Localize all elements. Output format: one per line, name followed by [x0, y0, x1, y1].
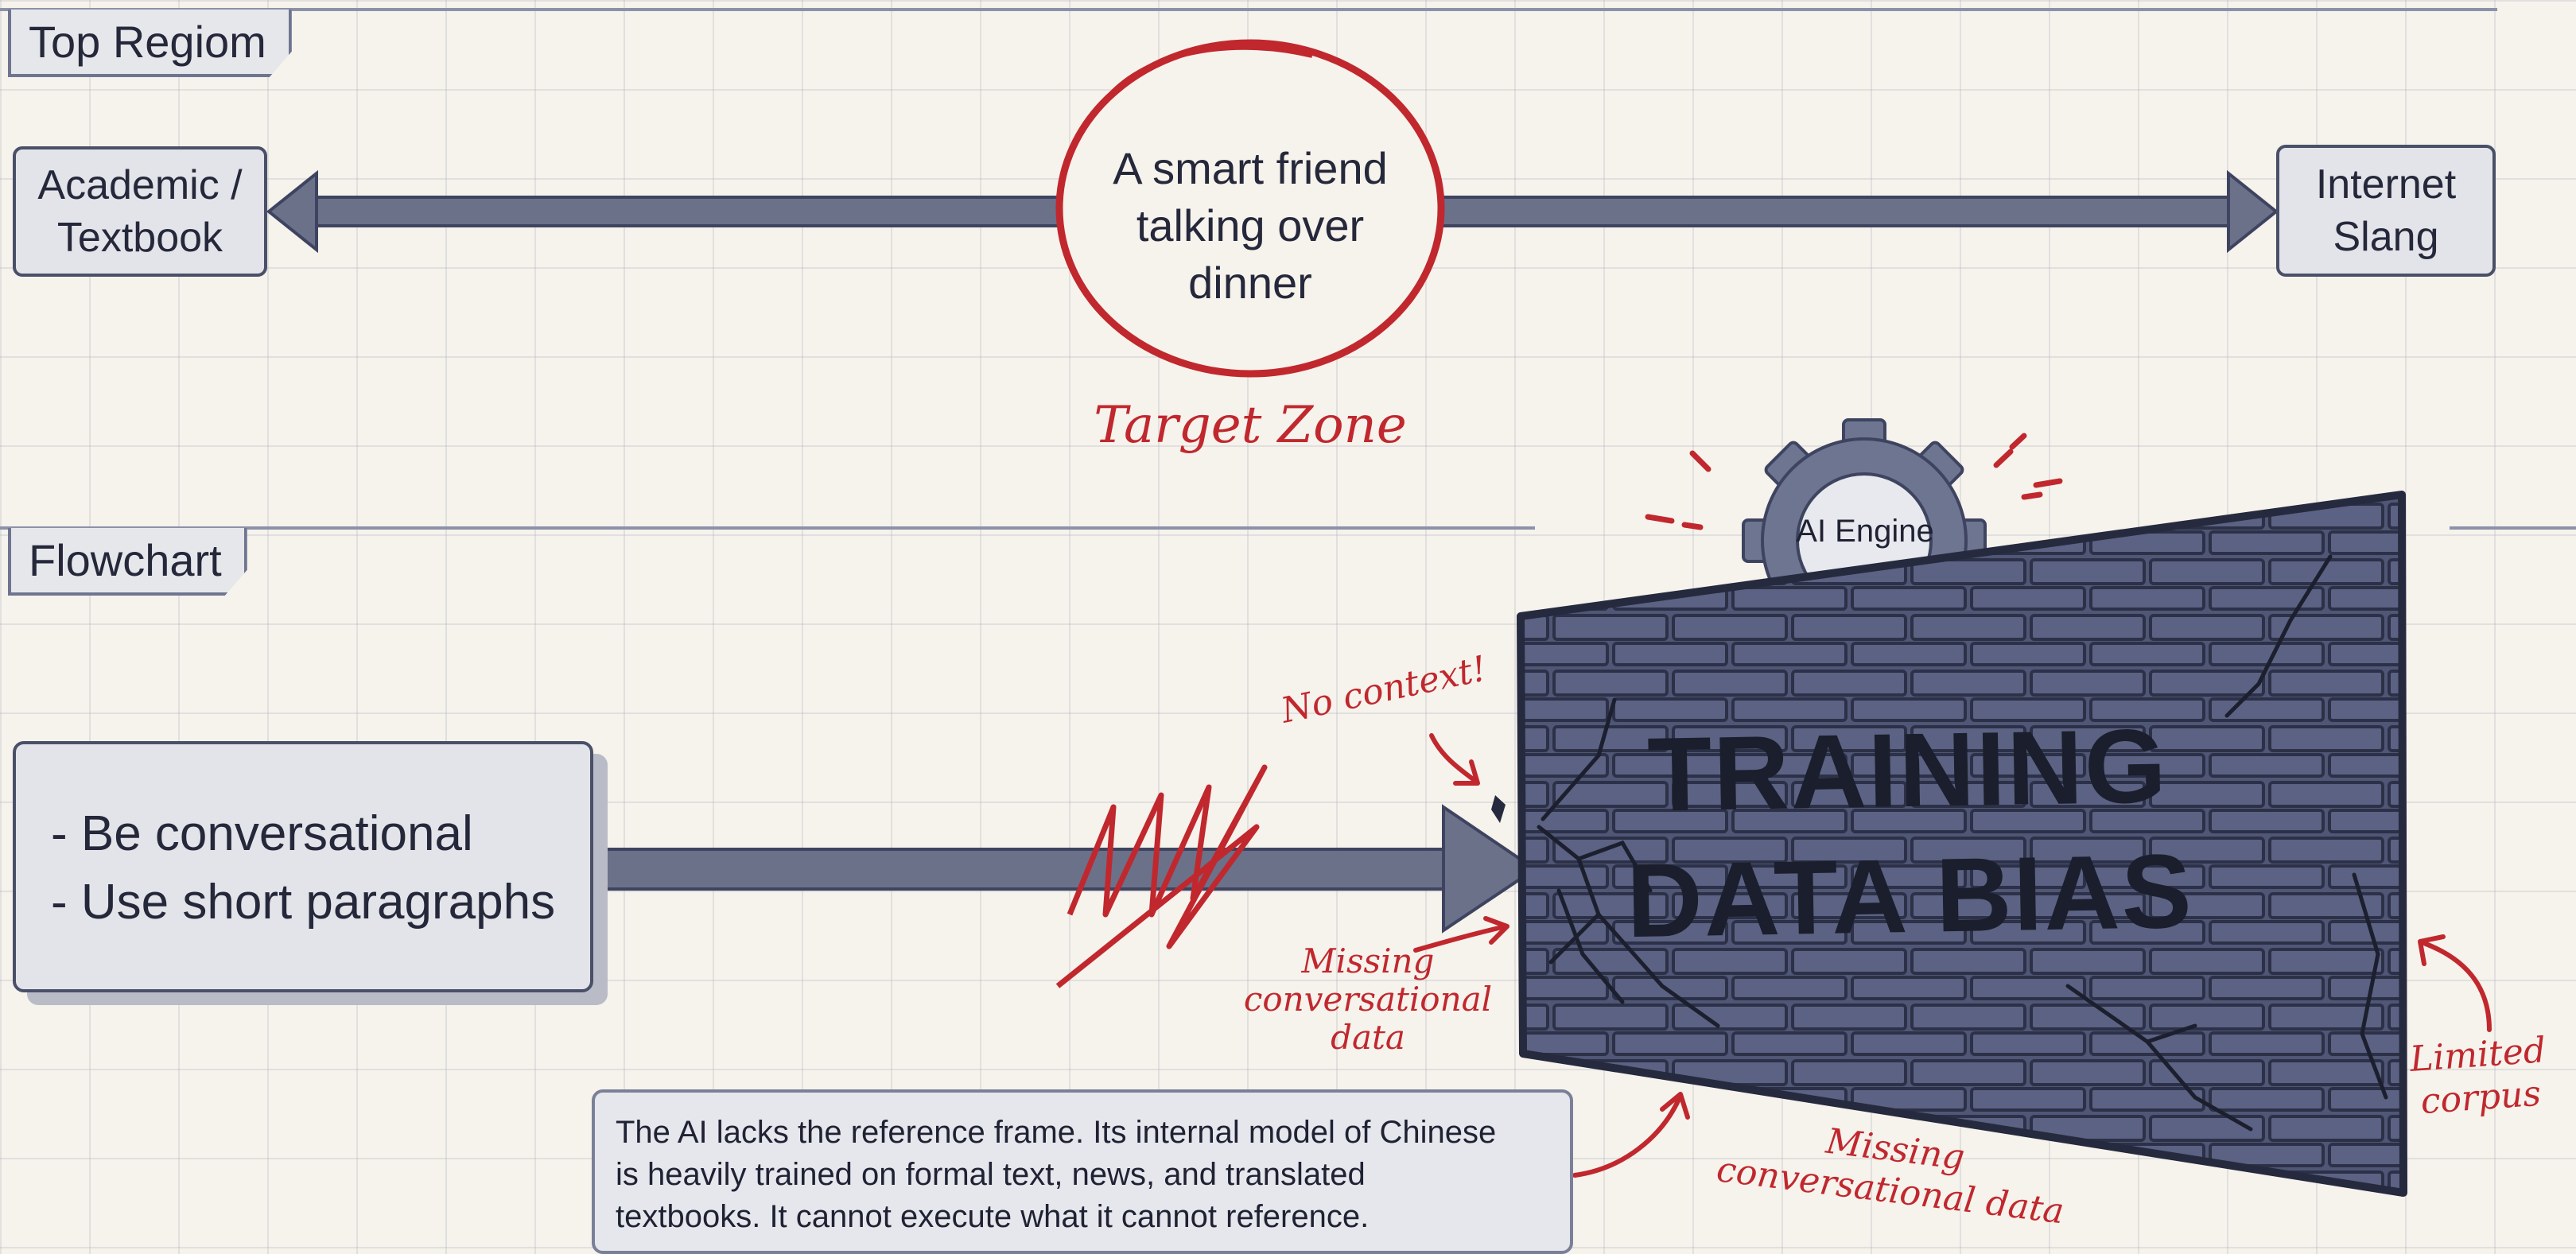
wall-title-line-1: TRAINING — [1646, 707, 2169, 833]
endpoint-slang-line-2: Slang — [2333, 214, 2439, 260]
instructions-box: - Be conversational - Use short paragrap… — [13, 741, 593, 992]
section-tab-flowchart: Flowchart — [8, 528, 247, 596]
target-description-line-3: dinner — [1188, 258, 1312, 308]
section-label-top-region: Top Regiom — [29, 17, 266, 67]
gear-label: AI Engine — [1796, 514, 1934, 549]
annotation-limited-corpus: Limited corpus — [2384, 1027, 2576, 1126]
annotation-missing-data-left: Missing conversational data — [1241, 942, 1495, 1057]
section-tab-top-region: Top Regiom — [8, 10, 292, 77]
blocked-scribble — [1055, 764, 1268, 988]
note-line-2: is heavily trained on formal text, news,… — [616, 1157, 1366, 1192]
target-description-line-2: talking over — [1136, 200, 1365, 250]
target-circle-overlap — [1107, 45, 1313, 98]
annotation-arrows — [1413, 733, 2492, 1178]
endpoint-slang-line-1: Internet — [2315, 161, 2457, 208]
alert-burst — [1645, 433, 2063, 530]
brick-wall — [1491, 491, 2407, 1197]
explanation-note: The AI lacks the reference frame. Its in… — [592, 1089, 1573, 1254]
instruction-item-1: - Be conversational — [51, 806, 473, 861]
wall-title: TRAINING DATA BIAS — [1604, 702, 2213, 964]
endpoint-academic-line-2: Textbook — [56, 215, 223, 261]
missing-left-line-2: conversational — [1243, 980, 1493, 1019]
middle-divider-left — [0, 526, 1535, 530]
flow-arrow — [592, 804, 1538, 934]
note-line-1: The AI lacks the reference frame. Its in… — [616, 1115, 1497, 1150]
instruction-item-2: - Use short paragraphs — [51, 875, 556, 930]
endpoint-academic: Academic / Textbook — [13, 146, 267, 277]
target-description: A smart friend talking over dinner — [1083, 140, 1417, 312]
middle-divider-right — [2450, 526, 2576, 530]
section-label-flowchart: Flowchart — [29, 535, 222, 585]
note-line-3: textbooks. It cannot execute what it can… — [616, 1199, 1370, 1234]
target-description-line-1: A smart friend — [1113, 143, 1388, 193]
top-divider — [0, 8, 2497, 11]
target-circle — [1055, 39, 1445, 378]
endpoint-internet-slang: Internet Slang — [2276, 145, 2496, 277]
missing-left-line-1: Missing — [1301, 941, 1435, 980]
target-zone-label: Target Zone — [1094, 396, 1407, 455]
endpoint-academic-line-1: Academic / — [37, 162, 243, 208]
wall-title-line-2: DATA BIAS — [1626, 832, 2194, 960]
missing-left-line-3: data — [1331, 1018, 1405, 1057]
